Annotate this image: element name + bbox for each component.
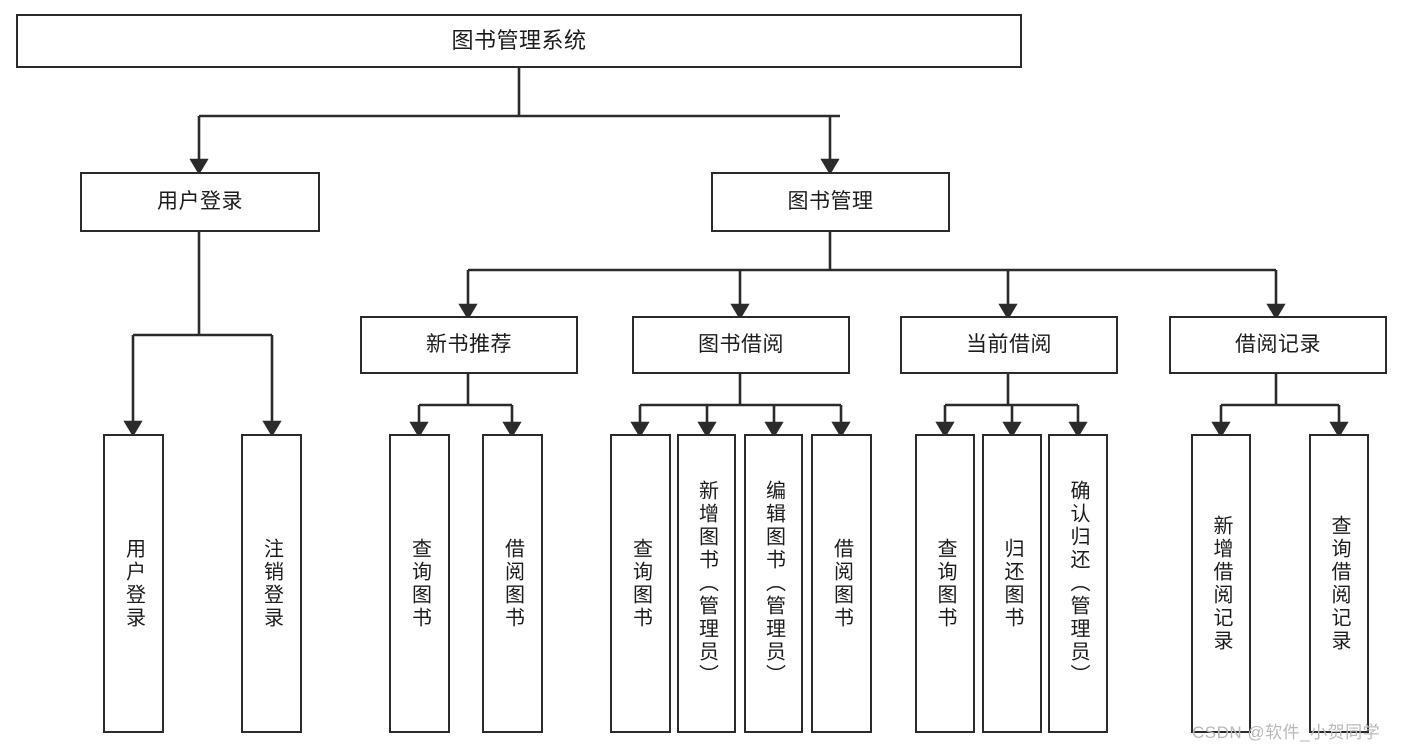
node-leaf-add-book-label: 新增图书（管理员） — [695, 480, 718, 687]
node-user-login[interactable]: 用户登录 — [80, 172, 320, 232]
node-new-book-recommend[interactable]: 新书推荐 — [360, 316, 578, 374]
node-book-borrow[interactable]: 图书借阅 — [632, 316, 850, 374]
node-leaf-edit-book-label: 编辑图书（管理员） — [762, 480, 785, 687]
node-leaf-query-book-2-label: 查询图书 — [629, 537, 652, 630]
node-leaf-confirm-return-label: 确认归还（管理员） — [1067, 480, 1089, 687]
node-leaf-borrow-book-2-label: 借阅图书 — [830, 537, 853, 630]
node-leaf-query-record-label: 查询借阅记录 — [1328, 514, 1350, 653]
node-current-borrow[interactable]: 当前借阅 — [900, 316, 1118, 374]
node-book-manage-label: 图书管理 — [787, 189, 874, 213]
node-leaf-edit-book[interactable]: 编辑图书（管理员） — [744, 434, 803, 733]
node-leaf-borrow-book-2[interactable]: 借阅图书 — [811, 434, 872, 733]
node-root-label: 图书管理系统 — [451, 28, 587, 54]
node-borrow-record-label: 借阅记录 — [1235, 332, 1321, 356]
node-leaf-add-record-label: 新增借阅记录 — [1210, 514, 1232, 653]
node-leaf-query-book-2[interactable]: 查询图书 — [610, 434, 671, 733]
node-leaf-user-logout[interactable]: 注销登录 — [241, 434, 302, 733]
node-leaf-add-record[interactable]: 新增借阅记录 — [1191, 434, 1251, 733]
node-leaf-query-record[interactable]: 查询借阅记录 — [1309, 434, 1369, 733]
node-leaf-query-book-3[interactable]: 查询图书 — [915, 434, 975, 733]
csdn-watermark: CSDN @软件_小贺同学 — [1192, 723, 1381, 742]
node-leaf-confirm-return[interactable]: 确认归还（管理员） — [1048, 434, 1108, 733]
node-leaf-borrow-book-1-label: 借阅图书 — [501, 537, 524, 630]
node-leaf-add-book[interactable]: 新增图书（管理员） — [677, 434, 736, 733]
node-leaf-user-logout-label: 注销登录 — [260, 537, 283, 630]
node-borrow-record[interactable]: 借阅记录 — [1169, 316, 1387, 374]
node-user-login-label: 用户登录 — [157, 189, 243, 213]
node-leaf-query-book-3-label: 查询图书 — [934, 537, 956, 630]
node-current-borrow-label: 当前借阅 — [966, 332, 1052, 356]
node-leaf-query-book-1[interactable]: 查询图书 — [389, 434, 450, 733]
node-leaf-user-login-label: 用户登录 — [122, 537, 145, 630]
node-new-book-recommend-label: 新书推荐 — [426, 332, 512, 356]
node-leaf-user-login[interactable]: 用户登录 — [103, 434, 164, 733]
node-leaf-borrow-book-1[interactable]: 借阅图书 — [482, 434, 543, 733]
node-book-borrow-label: 图书借阅 — [698, 332, 784, 356]
node-leaf-return-book[interactable]: 归还图书 — [982, 434, 1042, 733]
node-root[interactable]: 图书管理系统 — [16, 14, 1022, 68]
node-leaf-query-book-1-label: 查询图书 — [408, 537, 431, 630]
node-leaf-return-book-label: 归还图书 — [1001, 537, 1023, 630]
node-book-manage[interactable]: 图书管理 — [711, 172, 950, 232]
